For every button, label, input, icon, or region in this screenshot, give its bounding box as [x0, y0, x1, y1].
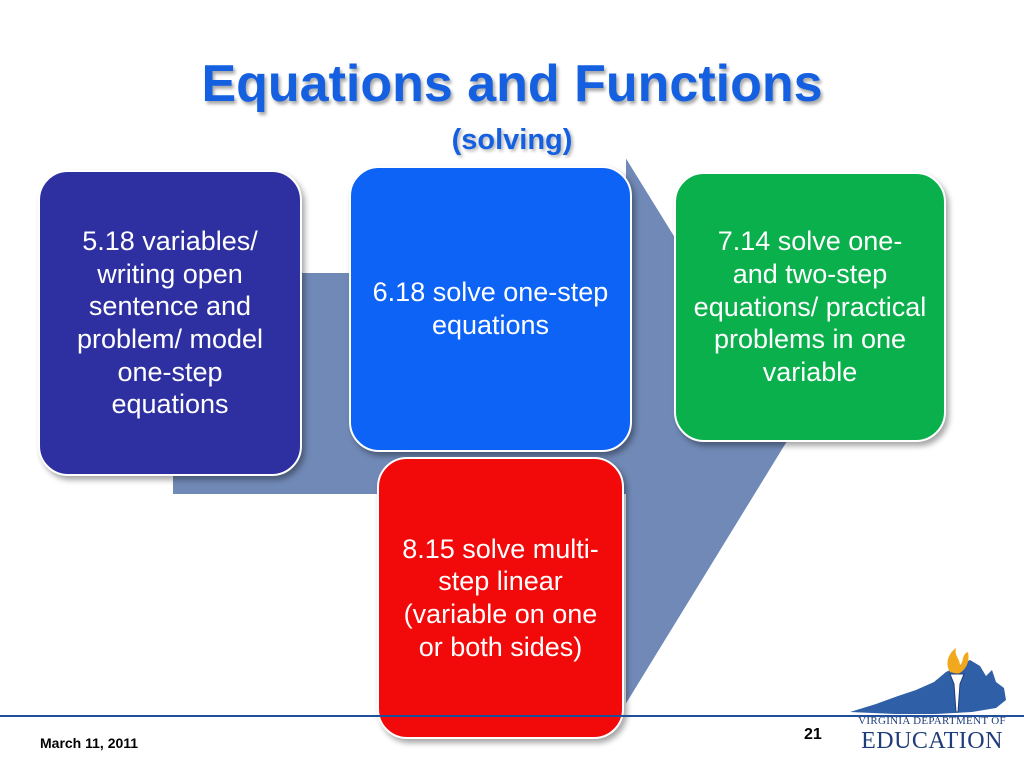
standard-box-5-18: 5.18 variables/ writing open sentence an… — [38, 170, 302, 476]
standard-7-14-text: 7.14 solve one- and two-step equations/ … — [693, 226, 927, 387]
virginia-torch-logo-icon — [850, 648, 1006, 714]
logo-text-line1: VIRGINIA DEPARTMENT OF — [858, 715, 1006, 727]
standard-8-15-text: 8.15 solve multi-step linear (variable o… — [402, 533, 599, 662]
logo-text-line2: EDUCATION — [861, 728, 1003, 754]
footer-date: March 11, 2011 — [40, 735, 139, 751]
standard-box-8-15: 8.15 solve multi-step linear (variable o… — [377, 457, 624, 739]
footer-rule — [0, 715, 1024, 717]
standard-6-18-text: 6.18 solve one-step equations — [372, 277, 609, 340]
torch-handle — [949, 673, 965, 713]
standard-box-6-18: 6.18 solve one-step equations — [349, 166, 632, 452]
virginia-state-shape — [850, 660, 1006, 714]
standard-5-18-text: 5.18 variables/ writing open sentence an… — [76, 226, 264, 420]
standard-box-7-14: 7.14 solve one- and two-step equations/ … — [674, 172, 946, 442]
torch-flame — [947, 648, 969, 674]
slide-subtitle: (solving) — [451, 124, 573, 156]
page-number: 21 — [804, 726, 822, 743]
slide-title: Equations and Functions — [201, 55, 823, 113]
